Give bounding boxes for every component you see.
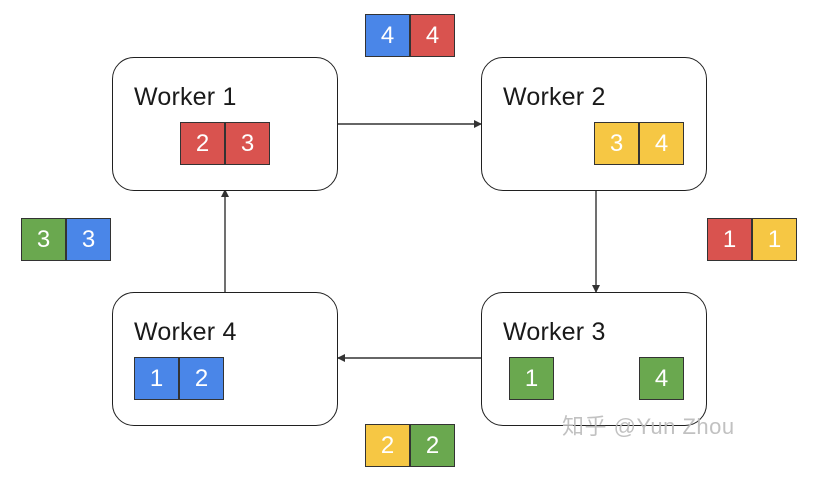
chunk-cell: 1 <box>509 357 554 400</box>
message-cell: 1 <box>707 218 752 261</box>
worker-1-label: Worker 1 <box>134 83 237 111</box>
worker-4-box: Worker 4 1 2 <box>112 292 338 426</box>
chunk-cell: 2 <box>180 122 225 165</box>
watermark-text: 知乎 @Yun Zhou <box>562 414 735 439</box>
worker-2-box: Worker 2 3 4 <box>481 57 707 191</box>
chunk-cell: 4 <box>639 122 684 165</box>
message-cell: 2 <box>365 424 410 467</box>
chunk-cell: 3 <box>594 122 639 165</box>
chunk-cell: 2 <box>179 357 224 400</box>
message-cell: 1 <box>752 218 797 261</box>
worker-4-label: Worker 4 <box>134 318 237 346</box>
worker-3-label: Worker 3 <box>503 318 606 346</box>
message-cell: 3 <box>66 218 111 261</box>
chunk-cell: 3 <box>225 122 270 165</box>
message-cell: 2 <box>410 424 455 467</box>
worker-1-box: Worker 1 2 3 <box>112 57 338 191</box>
chunk-cell: 1 <box>134 357 179 400</box>
worker-2-label: Worker 2 <box>503 83 606 111</box>
message-cell: 4 <box>410 14 455 57</box>
message-cell: 4 <box>365 14 410 57</box>
worker-3-box: Worker 3 1 4 <box>481 292 707 426</box>
chunk-cell: 4 <box>639 357 684 400</box>
message-cell: 3 <box>21 218 66 261</box>
